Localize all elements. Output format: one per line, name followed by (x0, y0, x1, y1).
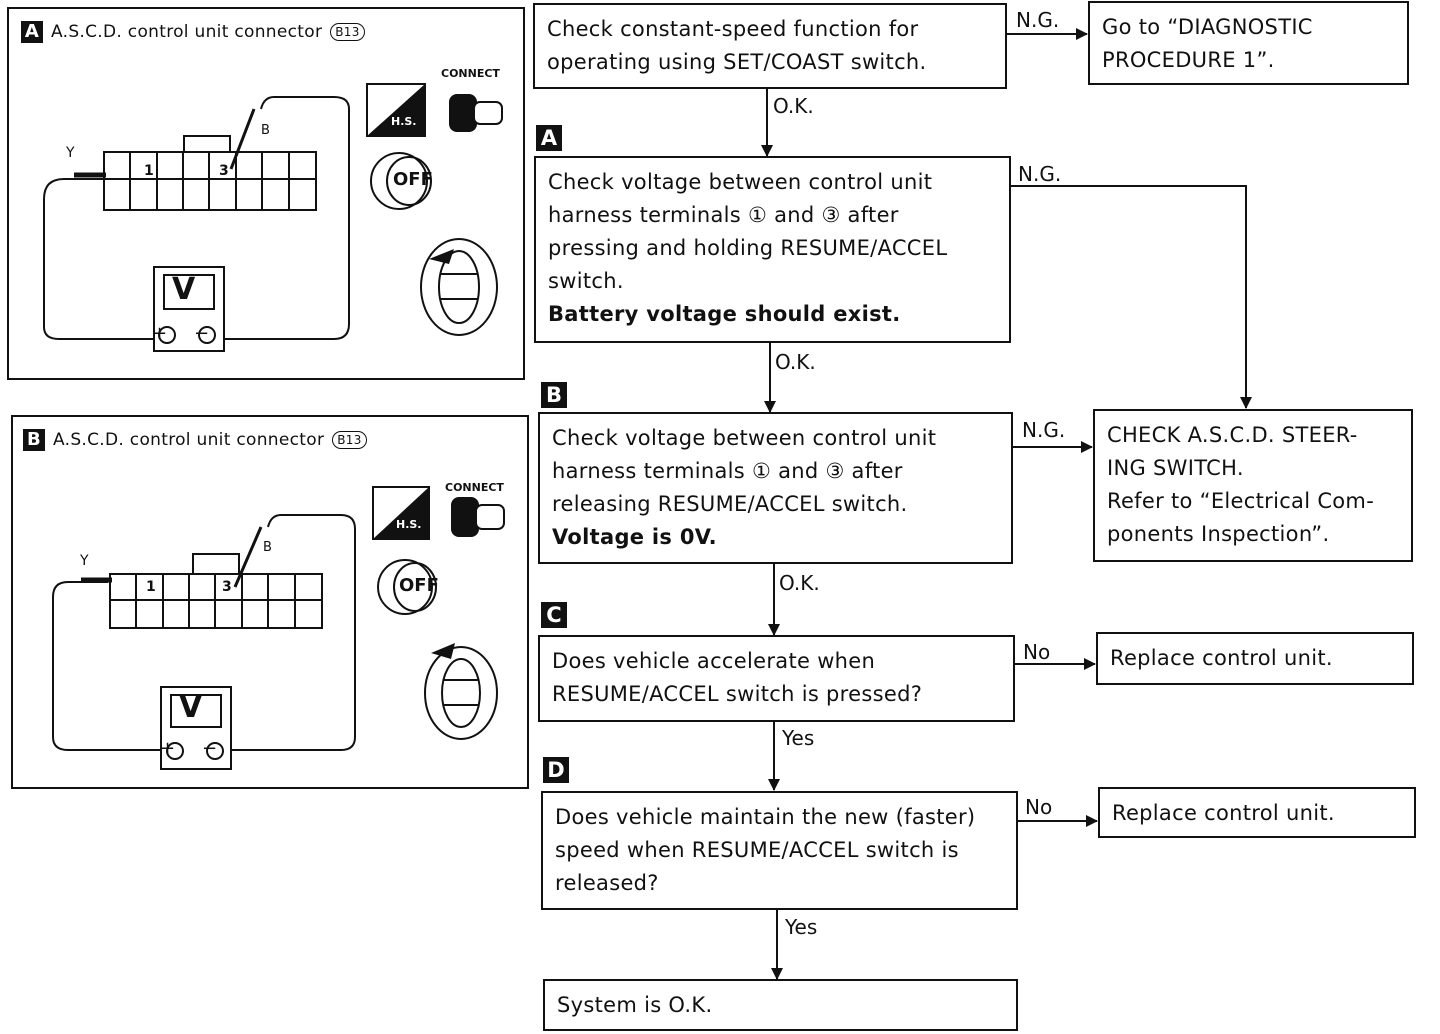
panel-a-title-text: A.S.C.D. control unit connector (51, 22, 323, 42)
plus-terminal-icon: + (152, 323, 168, 344)
panel-a-title: A A.S.C.D. control unit connector B13 (21, 21, 365, 43)
ng-label-b: N.G. (1022, 418, 1066, 442)
step-a-criterion: Battery voltage should exist. (548, 302, 901, 326)
yes-label-c: Yes (782, 726, 815, 750)
connector-id-badge: B13 (330, 23, 365, 41)
steering-line: ING SWITCH. (1107, 456, 1244, 480)
plus-terminal-icon: + (160, 738, 176, 759)
steering-line: ponents Inspection”. (1107, 522, 1330, 546)
terminal-1-label: 1 (146, 579, 156, 595)
step-d-line: speed when RESUME/ACCEL switch is (555, 838, 959, 862)
voltmeter-label: V (172, 272, 196, 307)
panel-b-drawing (52, 486, 505, 770)
wire-y-label: Y (80, 553, 89, 569)
panel-b-title-text: A.S.C.D. control unit connector (53, 430, 325, 450)
system-ok-box: System is O.K. (543, 979, 1018, 1031)
replace-box-1: Replace control unit. (1096, 632, 1414, 685)
wire-b-label: B (263, 540, 272, 555)
step-a-marker: A (536, 125, 562, 151)
step-c-marker: C (541, 602, 567, 628)
replace-box-2: Replace control unit. (1098, 787, 1416, 838)
wire-b-label: B (261, 123, 270, 138)
ok-label-start: O.K. (773, 94, 814, 118)
start-line-1: Check constant-speed function for (547, 17, 919, 41)
steering-line: Refer to “Electrical Com- (1107, 489, 1375, 513)
step-a-line: pressing and holding RESUME/ACCEL (548, 236, 948, 260)
connect-icon-label: CONNECT (445, 481, 504, 494)
step-b-line: releasing RESUME/ACCEL switch. (552, 492, 908, 516)
connect-icon-label: CONNECT (441, 67, 500, 80)
system-ok-text: System is O.K. (557, 993, 713, 1017)
yes-label-d: Yes (785, 915, 818, 939)
minus-terminal-icon: − (202, 738, 218, 759)
panel-a-drawing (43, 83, 503, 352)
wire-y-label: Y (66, 145, 75, 161)
step-b-box: Check voltage between control unit harne… (538, 412, 1013, 564)
ok-label-b: O.K. (779, 571, 820, 595)
terminal-1-label: 1 (144, 163, 154, 179)
ignition-off-icon: OFF (393, 169, 433, 190)
step-d-marker: D (543, 757, 569, 783)
no-label-c: No (1023, 640, 1051, 664)
panel-a-marker: A (21, 21, 43, 43)
ng-label-start: N.G. (1016, 8, 1060, 32)
start-box: Check constant-speed function for operat… (533, 3, 1007, 89)
step-d-line: released? (555, 871, 659, 895)
step-a-line: switch. (548, 269, 624, 293)
step-b-line: harness terminals ① and ③ after (552, 459, 903, 483)
diag1-line-2: PROCEDURE 1”. (1102, 48, 1275, 72)
diag1-line-1: Go to “DIAGNOSTIC (1102, 15, 1313, 39)
no-label-d: No (1025, 795, 1053, 819)
hs-icon-label: H.S. (396, 518, 422, 531)
ignition-off-icon: OFF (399, 575, 439, 596)
terminal-3-label: 3 (222, 579, 232, 595)
step-a-line: harness terminals ① and ③ after (548, 203, 899, 227)
step-a-line: Check voltage between control unit (548, 170, 933, 194)
ng-label-a: N.G. (1018, 162, 1062, 186)
panel-b-marker: B (23, 429, 45, 451)
voltmeter-label: V (179, 690, 203, 725)
hs-icon-label: H.S. (391, 115, 417, 128)
step-d-box: Does vehicle maintain the new (faster) s… (541, 791, 1018, 910)
ok-label-a: O.K. (775, 350, 816, 374)
start-line-2: operating using SET/COAST switch. (547, 50, 927, 74)
panel-b-title: B A.S.C.D. control unit connector B13 (23, 429, 367, 451)
step-d-line: Does vehicle maintain the new (faster) (555, 805, 976, 829)
connector-id-badge: B13 (332, 431, 367, 449)
step-b-line: Check voltage between control unit (552, 426, 937, 450)
minus-terminal-icon: − (194, 323, 210, 344)
step-c-box: Does vehicle accelerate when RESUME/ACCE… (538, 635, 1015, 722)
steering-box: CHECK A.S.C.D. STEER- ING SWITCH. Refer … (1093, 409, 1413, 562)
step-b-marker: B (541, 382, 567, 408)
replace-text-2: Replace control unit. (1112, 801, 1335, 825)
terminal-3-label: 3 (219, 163, 229, 179)
diag1-box: Go to “DIAGNOSTIC PROCEDURE 1”. (1088, 1, 1409, 85)
step-c-line: RESUME/ACCEL switch is pressed? (552, 682, 923, 706)
arrow-a-to-steering (1010, 185, 1252, 409)
step-b-criterion: Voltage is 0V. (552, 525, 717, 549)
step-a-box: Check voltage between control unit harne… (534, 156, 1011, 343)
replace-text-1: Replace control unit. (1110, 646, 1333, 670)
steering-line: CHECK A.S.C.D. STEER- (1107, 423, 1358, 447)
step-c-line: Does vehicle accelerate when (552, 649, 876, 673)
